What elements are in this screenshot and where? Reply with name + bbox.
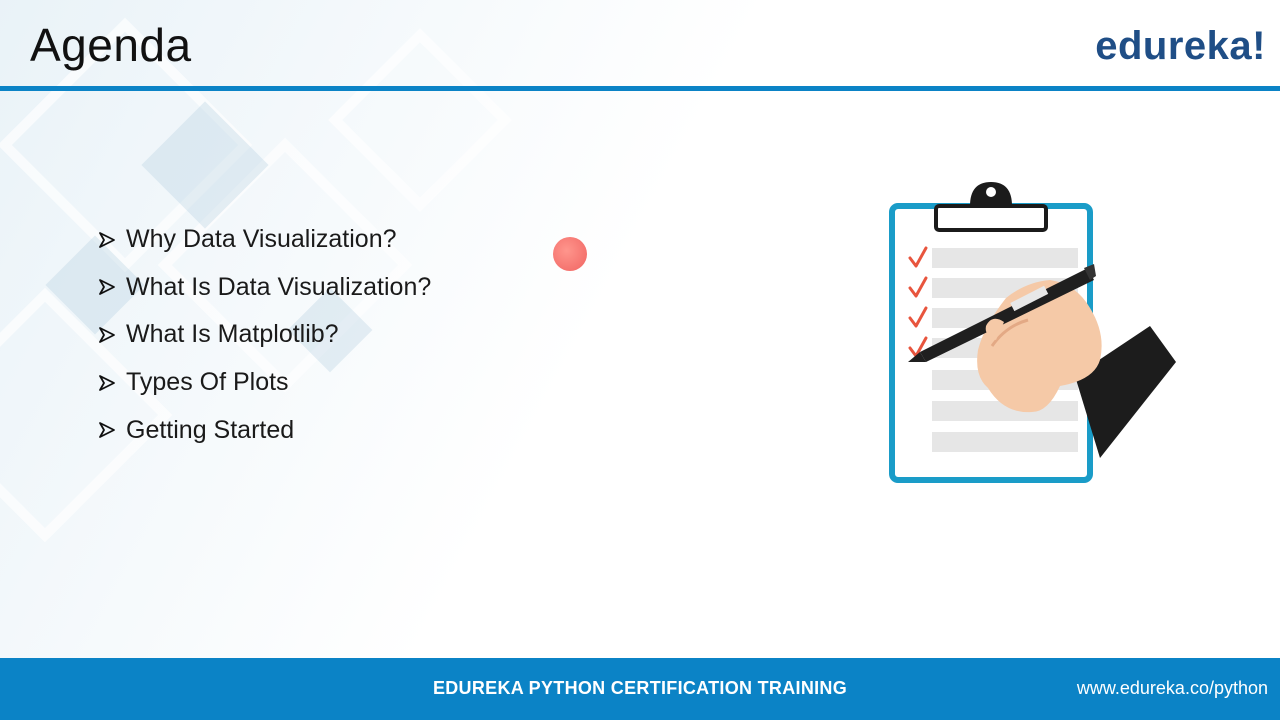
agenda-item-label: Getting Started	[126, 415, 295, 444]
agenda-item: What Is Matplotlib?	[96, 311, 431, 359]
check-icon	[908, 276, 928, 298]
clip-hole	[986, 187, 996, 197]
edureka-logo: edureka!	[1095, 24, 1266, 68]
agenda-item-label: Why Data Visualization?	[126, 225, 397, 254]
footer-title: EDUREKA PYTHON CERTIFICATION TRAINING	[432, 678, 848, 698]
footer-url: www.edureka.co/python	[1076, 678, 1268, 698]
agenda-item: Why Data Visualization?	[96, 216, 431, 264]
agenda-item-label: Types Of Plots	[126, 368, 289, 397]
agenda-item: What Is Data Visualization?	[96, 264, 431, 312]
pointer-highlight	[553, 237, 587, 271]
footer-bar: EDUREKA PYTHON CERTIFICATION TRAINING ww…	[0, 658, 1280, 720]
check-icon	[908, 246, 928, 268]
arrow-bullet-icon	[99, 231, 115, 248]
check-icon	[908, 306, 928, 328]
agenda-item-label: What Is Data Visualization?	[126, 272, 432, 301]
agenda-list: Why Data Visualization? What Is Data Vis…	[96, 216, 431, 454]
header-divider	[0, 86, 1280, 91]
clipboard-checklist-icon	[889, 182, 1176, 483]
arrow-bullet-icon	[99, 422, 115, 439]
agenda-item: Types Of Plots	[96, 359, 431, 407]
clipboard-clip	[934, 204, 1048, 232]
agenda-item: Getting Started	[96, 406, 431, 454]
arrow-bullet-icon	[99, 279, 115, 296]
hand-with-pen-icon	[908, 264, 1176, 458]
arrow-bullet-icon	[99, 374, 115, 391]
agenda-item-label: What Is Matplotlib?	[126, 320, 339, 349]
arrow-bullet-icon	[99, 327, 115, 343]
slide-title: Agenda	[30, 19, 192, 71]
